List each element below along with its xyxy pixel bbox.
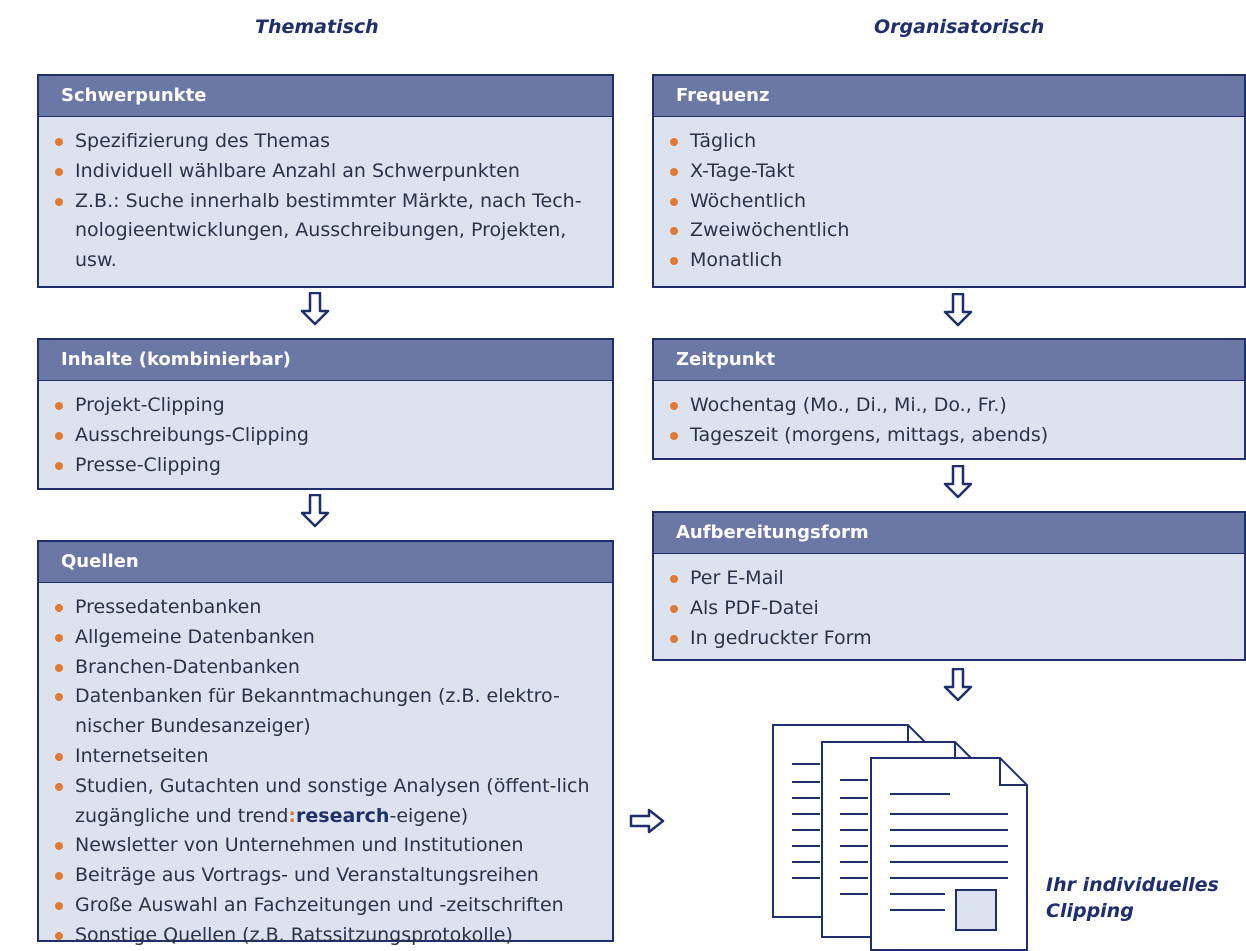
list-item: Wöchentlich	[666, 187, 1230, 217]
zeitpunkt-list: Wochentag (Mo., Di., Mi., Do., Fr.) Tage…	[654, 381, 1244, 451]
list-item: Datenbanken für Bekanntmachungen (z.B. e…	[51, 682, 598, 742]
list-item: Täglich	[666, 127, 1230, 157]
list-item: Allgemeine Datenbanken	[51, 623, 598, 653]
aufbereitungsform-list: Per E-Mail Als PDF-Datei In gedruckter F…	[654, 554, 1244, 653]
list-item: Per E-Mail	[666, 564, 1230, 594]
list-item: Z.B.: Suche innerhalb bestimmter Märkte,…	[51, 187, 598, 276]
zeitpunkt-title: Zeitpunkt	[654, 340, 1244, 381]
aufbereitungsform-box: Aufbereitungsform Per E-Mail Als PDF-Dat…	[652, 511, 1246, 661]
list-item: Pressedatenbanken	[51, 593, 598, 623]
list-item: Beiträge aus Vortrags- und Veranstaltung…	[51, 861, 598, 891]
inhalte-list: Projekt-Clipping Ausschreibungs-Clipping…	[39, 381, 612, 480]
quellen-title: Quellen	[39, 542, 612, 583]
schwerpunkte-list: Spezifizierung des Themas Individuell wä…	[39, 117, 612, 276]
list-item: Branchen-Datenbanken	[51, 653, 598, 683]
inhalte-box: Inhalte (kombinierbar) Projekt-Clipping …	[37, 338, 614, 490]
quellen-list: Pressedatenbanken Allgemeine Datenbanken…	[39, 583, 612, 951]
list-item-studien: Studien, Gutachten und sonstige Analysen…	[51, 772, 598, 832]
arrow-down-icon	[300, 292, 330, 326]
list-item: Individuell wählbare Anzahl an Schwerpun…	[51, 157, 598, 187]
column-title-thematisch: Thematisch	[255, 16, 379, 38]
list-item: Sonstige Quellen (z.B. Ratssitzungsproto…	[51, 921, 598, 951]
aufbereitungsform-title: Aufbereitungsform	[654, 513, 1244, 554]
list-item: Große Auswahl an Fachzeitungen und -zeit…	[51, 891, 598, 921]
list-item: Presse-Clipping	[51, 451, 598, 481]
arrow-down-icon	[943, 465, 973, 499]
frequenz-title: Frequenz	[654, 76, 1244, 117]
list-item: Tageszeit (morgens, mittags, abends)	[666, 421, 1230, 451]
frequenz-box: Frequenz Täglich X-Tage-Takt Wöchentlich…	[652, 74, 1246, 288]
zeitpunkt-box: Zeitpunkt Wochentag (Mo., Di., Mi., Do.,…	[652, 338, 1246, 460]
quellen-box: Quellen Pressedatenbanken Allgemeine Dat…	[37, 540, 614, 946]
brand-colon: :	[288, 804, 297, 827]
arrow-down-icon	[943, 293, 973, 327]
list-item: Internetseiten	[51, 742, 598, 772]
list-item: Wochentag (Mo., Di., Mi., Do., Fr.)	[666, 391, 1230, 421]
list-item: Projekt-Clipping	[51, 391, 598, 421]
inhalte-title: Inhalte (kombinierbar)	[39, 340, 612, 381]
documents-icon	[772, 724, 1028, 951]
arrow-down-icon	[943, 668, 973, 702]
caption-line-1: Ihr individuelles	[1046, 874, 1219, 896]
list-item: Ausschreibungs-Clipping	[51, 421, 598, 451]
arrow-down-icon	[300, 494, 330, 528]
list-item: Zweiwöchentlich	[666, 216, 1230, 246]
column-title-organisatorisch: Organisatorisch	[874, 16, 1045, 38]
frequenz-list: Täglich X-Tage-Takt Wöchentlich Zweiwöch…	[654, 117, 1244, 276]
caption-line-2: Clipping	[1046, 900, 1134, 922]
schwerpunkte-title: Schwerpunkte	[39, 76, 612, 117]
brand-research: research	[296, 804, 390, 827]
list-item: Als PDF-Datei	[666, 594, 1230, 624]
studien-text: Studien, Gutachten und sonstige Analysen…	[75, 774, 590, 827]
list-item: Newsletter von Unternehmen und Instituti…	[51, 831, 598, 861]
studien-text-end: -eigene)	[389, 804, 469, 827]
schwerpunkte-box: Schwerpunkte Spezifizierung des Themas I…	[37, 74, 614, 288]
list-item: In gedruckter Form	[666, 624, 1230, 654]
output-caption: Ihr individuelles Clipping	[1046, 872, 1219, 924]
list-item: X-Tage-Takt	[666, 157, 1230, 187]
list-item: Spezifizierung des Themas	[51, 127, 598, 157]
list-item: Monatlich	[666, 246, 1230, 276]
arrow-right-icon	[629, 808, 665, 834]
